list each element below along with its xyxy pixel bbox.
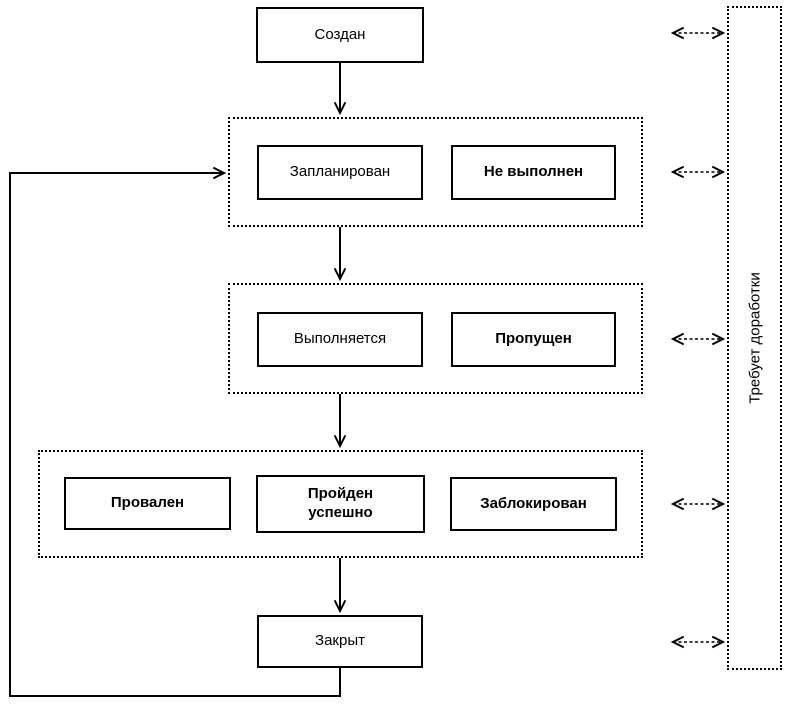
group-planned-states bbox=[228, 117, 643, 227]
node-planned-label: Запланирован bbox=[289, 163, 391, 181]
node-executing-label: Выполняется bbox=[293, 330, 387, 348]
node-failed: Провален bbox=[64, 477, 231, 530]
node-skipped-label: Пропущен bbox=[495, 330, 572, 348]
node-planned: Запланирован bbox=[257, 145, 423, 200]
node-blocked-label: Заблокирован bbox=[480, 494, 587, 512]
node-created-label: Создан bbox=[314, 25, 366, 43]
feedback-loop-closed-to-planned-group bbox=[9, 173, 341, 697]
rework-lane-label: Требует доработки bbox=[746, 272, 763, 404]
node-executing: Выполняется bbox=[257, 312, 423, 367]
node-blocked: Заблокирован bbox=[450, 477, 617, 531]
node-closed-label: Закрыт bbox=[315, 632, 365, 650]
node-created: Создан bbox=[256, 7, 424, 63]
group-result-states bbox=[38, 450, 643, 558]
node-passed-label: Пройден успешно bbox=[307, 485, 374, 521]
node-passed: Пройден успешно bbox=[256, 475, 425, 533]
node-failed-label: Провален bbox=[110, 494, 185, 512]
node-not-executed-label: Не выполнен bbox=[483, 163, 584, 181]
group-executing-states bbox=[228, 283, 643, 394]
node-not-executed: Не выполнен bbox=[451, 145, 616, 200]
rework-lane: Требует доработки bbox=[727, 6, 782, 670]
node-skipped: Пропущен bbox=[451, 312, 616, 367]
node-closed: Закрыт bbox=[257, 615, 423, 668]
